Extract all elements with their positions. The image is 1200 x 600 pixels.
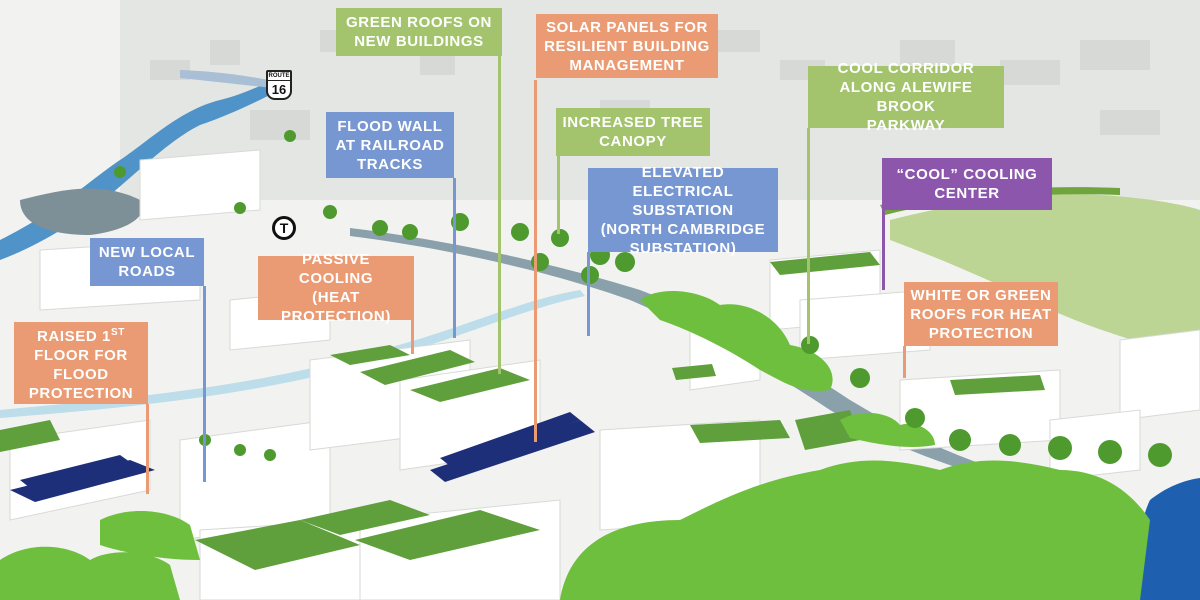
local-roads-leader xyxy=(203,286,206,482)
raised-floor-text: RAISED 1 xyxy=(37,328,111,345)
solar-panels-leader xyxy=(534,80,537,442)
tree-canopy-callout: INCREASED TREE CANOPY xyxy=(556,108,710,156)
green-roofs-callout: GREEN ROOFS ON NEW BUILDINGS xyxy=(336,8,502,56)
transit-t-icon: T xyxy=(272,216,296,240)
raised-floor-leader xyxy=(146,404,149,494)
trees xyxy=(0,290,1150,600)
white-green-roofs-callout: WHITE OR GREEN ROOFS FOR HEAT PROTECTION xyxy=(904,282,1058,346)
cool-corridor-leader xyxy=(807,128,810,344)
local-roads-callout: NEW LOCAL ROADS xyxy=(90,238,204,286)
solar-panels-callout: SOLAR PANELS FOR RESILIENT BUILDING MANA… xyxy=(536,14,718,78)
route-16-sign: ROUTE 16 xyxy=(266,70,292,100)
pond xyxy=(20,188,143,235)
passive-cooling-leader xyxy=(411,320,414,354)
substation-leader xyxy=(587,252,590,336)
raised-floor-line1: RAISED 1ST xyxy=(37,323,125,346)
white-green-roofs-leader xyxy=(903,346,906,378)
raised-floor-callout: RAISED 1ST FLOOR FOR FLOOD PROTECTION xyxy=(14,322,148,404)
cool-corridor-callout: COOL CORRIDOR ALONG ALEWIFE BROOK PARKWA… xyxy=(808,60,1004,134)
substation-callout: ELEVATED ELECTRICAL SUBSTATION (NORTH CA… xyxy=(588,164,778,257)
cool-center-leader xyxy=(882,210,885,290)
raised-floor-ordinal: ST xyxy=(111,327,125,338)
raised-floor-rest: FLOOR FOR FLOOD PROTECTION xyxy=(28,347,134,402)
lake xyxy=(1130,478,1200,600)
route-sign-number: 16 xyxy=(271,82,287,97)
tree-canopy-leader xyxy=(557,156,560,234)
passive-cooling-callout: PASSIVE COOLING (HEAT PROTECTION) xyxy=(258,251,414,325)
river-upper xyxy=(180,70,275,88)
alewife-brook xyxy=(350,228,1000,478)
flood-wall-leader xyxy=(453,178,456,338)
open-field xyxy=(890,194,1200,360)
flood-wall-callout: FLOOD WALL AT RAILROAD TRACKS xyxy=(326,112,454,178)
route-sign-label: ROUTE xyxy=(268,73,290,81)
solar-arrays xyxy=(10,412,595,502)
cool-center-callout: “COOL” COOLING CENTER xyxy=(882,158,1052,210)
railroad-canal xyxy=(0,290,585,418)
green-roofs-leader xyxy=(498,56,501,374)
field-edge xyxy=(880,187,1120,215)
